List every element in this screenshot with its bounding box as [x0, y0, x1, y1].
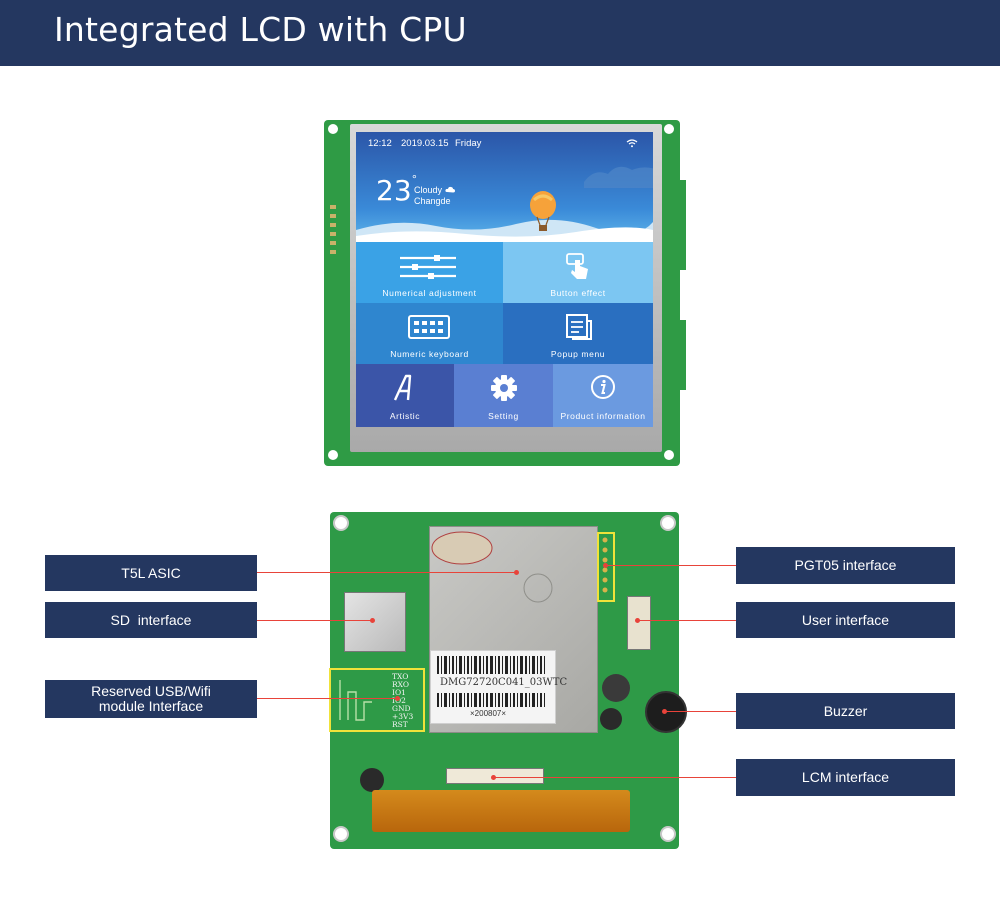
tile-label: Numerical adjustment [382, 288, 477, 298]
degree-symbol: ° [412, 172, 417, 186]
hot-air-balloon-icon [530, 191, 556, 231]
pgt05-header-outline [597, 532, 615, 602]
status-day: Friday [455, 138, 482, 149]
cloud-icon [444, 186, 455, 193]
leader-dot [491, 775, 496, 780]
capacitor [360, 768, 384, 792]
mount-hole [660, 515, 676, 531]
pin-label: RXO [392, 680, 410, 689]
artistic-a-icon [393, 374, 412, 401]
pin-label: GND [392, 704, 411, 713]
callout-usb-wifi-interface: Reserved USB/Wifi module Interface [45, 680, 257, 718]
document-icon [566, 314, 592, 340]
mount-hole [660, 826, 676, 842]
leader-dot [370, 618, 375, 623]
pin-label-list: TXO RXO IO1 IO2 GND +3V3 RST [392, 673, 416, 729]
header-banner: Integrated LCD with CPU [0, 0, 1000, 66]
leader-line [257, 572, 516, 573]
page-title: Integrated LCD with CPU [54, 10, 467, 49]
leader-line [605, 565, 736, 566]
tile-label: Setting [488, 411, 519, 421]
callout-buzzer: Buzzer [736, 693, 955, 729]
capacitor [600, 708, 622, 730]
callout-pgt05-interface: PGT05 interface [736, 547, 955, 584]
leader-line [257, 620, 372, 621]
gear-icon [491, 375, 517, 401]
pin-label: TXO [392, 672, 409, 681]
temperature-value: 23 [376, 174, 412, 207]
sliders-icon [400, 255, 456, 279]
mount-hole [333, 515, 349, 531]
leader-dot [662, 709, 667, 714]
keyboard-icon [408, 315, 450, 339]
lcd-screen: 12:12 2019.03.15 Friday 23 ° Cloudy Chan… [356, 132, 653, 427]
status-time: 12:12 [368, 138, 392, 149]
callout-user-interface: User interface [736, 602, 955, 638]
tile-popup-menu[interactable]: Popup menu [503, 303, 653, 364]
leader-line [664, 711, 736, 712]
callout-sd-interface: SD interface [45, 602, 257, 638]
callout-t5l-asic: T5L ASIC [45, 555, 257, 591]
cloud-band [356, 219, 653, 244]
wifi-icon [626, 139, 638, 148]
pin-label: +3V3 [392, 712, 414, 721]
tile-label: Popup menu [550, 349, 606, 359]
tile-product-information[interactable]: Product information [553, 364, 653, 427]
tile-label: Button effect [550, 288, 606, 298]
leader-line [493, 777, 736, 778]
cloud-top-icon [584, 166, 653, 188]
weather-condition: Cloudy [414, 185, 443, 195]
tile-label: Numeric keyboard [390, 349, 469, 359]
tile-button-effect[interactable]: Button effect [503, 242, 653, 303]
tile-setting[interactable]: Setting [454, 364, 553, 427]
weather-city: Changde [414, 196, 451, 206]
tile-label: Artistic [389, 411, 421, 421]
leader-line [637, 620, 736, 621]
callout-lcm-interface: LCM interface [736, 759, 955, 796]
weather-info: Cloudy Changde [414, 185, 455, 207]
pin-label: IO1 [392, 688, 406, 697]
leader-dot [395, 696, 400, 701]
mount-hole [333, 826, 349, 842]
leader-dot [514, 570, 519, 575]
leader-dot [635, 618, 640, 623]
leader-dot [603, 563, 608, 568]
tile-artistic[interactable]: Artistic [356, 364, 454, 427]
lcd-flex-cable [372, 790, 630, 832]
tile-numerical-adjustment[interactable]: Numerical adjustment [356, 242, 503, 303]
leader-line [257, 698, 397, 699]
sticker-code: DMG72720C041_03WTC [440, 677, 568, 688]
inductor [602, 674, 630, 702]
status-date: 2019.03.15 [401, 138, 449, 149]
sd-card-slot [344, 592, 406, 652]
usb-wifi-module-outline [329, 668, 425, 732]
info-icon [591, 375, 615, 399]
pin-label: RST [392, 720, 408, 729]
user-interface-connector [627, 596, 651, 650]
tile-label: Product information [560, 411, 646, 421]
hand-pointer-icon [566, 253, 588, 279]
sticker-serial: ×200807× [470, 709, 507, 718]
tile-numeric-keyboard[interactable]: Numeric keyboard [356, 303, 503, 364]
